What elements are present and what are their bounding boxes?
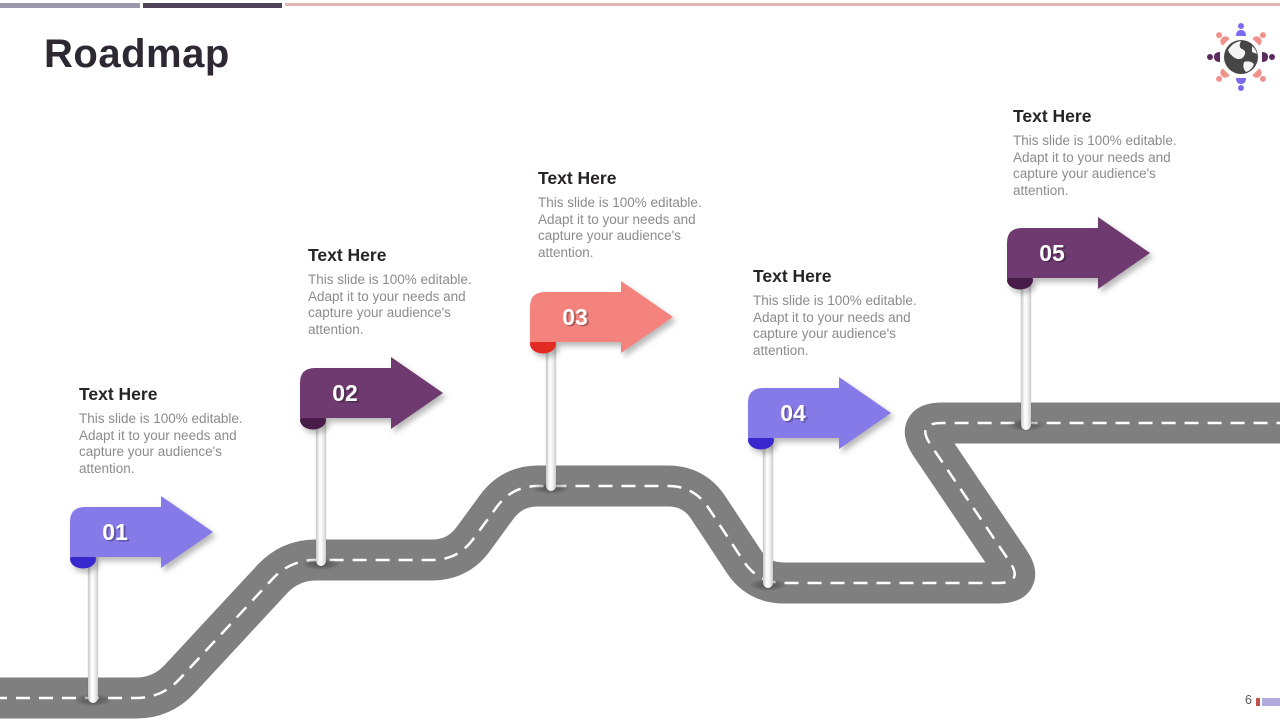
top-accent-bar-purple-light bbox=[0, 3, 140, 8]
person-icon bbox=[1236, 78, 1246, 91]
person-icon bbox=[1216, 32, 1230, 46]
page-title: Roadmap bbox=[44, 32, 230, 76]
road-centerline bbox=[0, 421, 1280, 700]
person-icon bbox=[1207, 52, 1220, 62]
page-number: 6 bbox=[1245, 693, 1252, 707]
person-icon bbox=[1252, 32, 1266, 46]
footer-accent-lavender bbox=[1262, 698, 1280, 706]
person-icon bbox=[1262, 52, 1275, 62]
footer-accent-red bbox=[1256, 698, 1260, 706]
person-icon bbox=[1216, 68, 1230, 82]
top-accent-bar-purple-dark bbox=[143, 3, 282, 8]
person-icon bbox=[1236, 23, 1246, 36]
globe-continent-2 bbox=[1243, 61, 1254, 72]
globe-people-logo-icon bbox=[1207, 23, 1275, 91]
road-asphalt bbox=[0, 402, 1280, 719]
top-accent-bar-pink bbox=[285, 3, 1280, 6]
globe-continent-1 bbox=[1228, 41, 1246, 60]
globe-continent-3 bbox=[1252, 46, 1257, 54]
person-icon bbox=[1252, 68, 1266, 82]
